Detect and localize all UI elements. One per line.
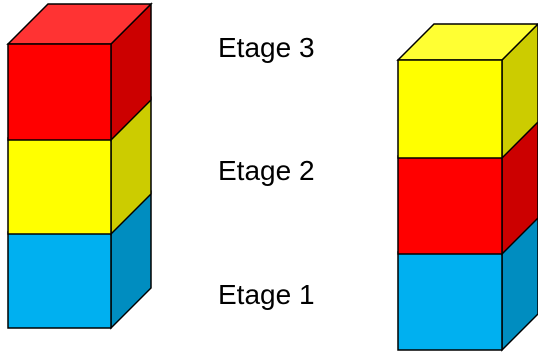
right-tower (396, 22, 538, 352)
yellow-cube-front-face (397, 59, 503, 159)
blue-cube-front-face (397, 251, 503, 351)
red-cube (6, 2, 153, 142)
yellow-cube (7, 96, 152, 236)
yellow-cube (396, 22, 538, 160)
floor-1-label: Etage 1 (218, 279, 315, 310)
blue-cube (7, 190, 152, 330)
red-cube (397, 118, 538, 256)
left-tower (6, 2, 153, 330)
floor-3-label: Etage 3 (218, 32, 315, 63)
floor-2-label: Etage 2 (218, 155, 315, 186)
red-cube-front-face (7, 43, 112, 141)
yellow-cube-front-face (7, 137, 112, 235)
red-cube-front-face (397, 155, 503, 255)
blue-cube-front-face (7, 231, 112, 329)
